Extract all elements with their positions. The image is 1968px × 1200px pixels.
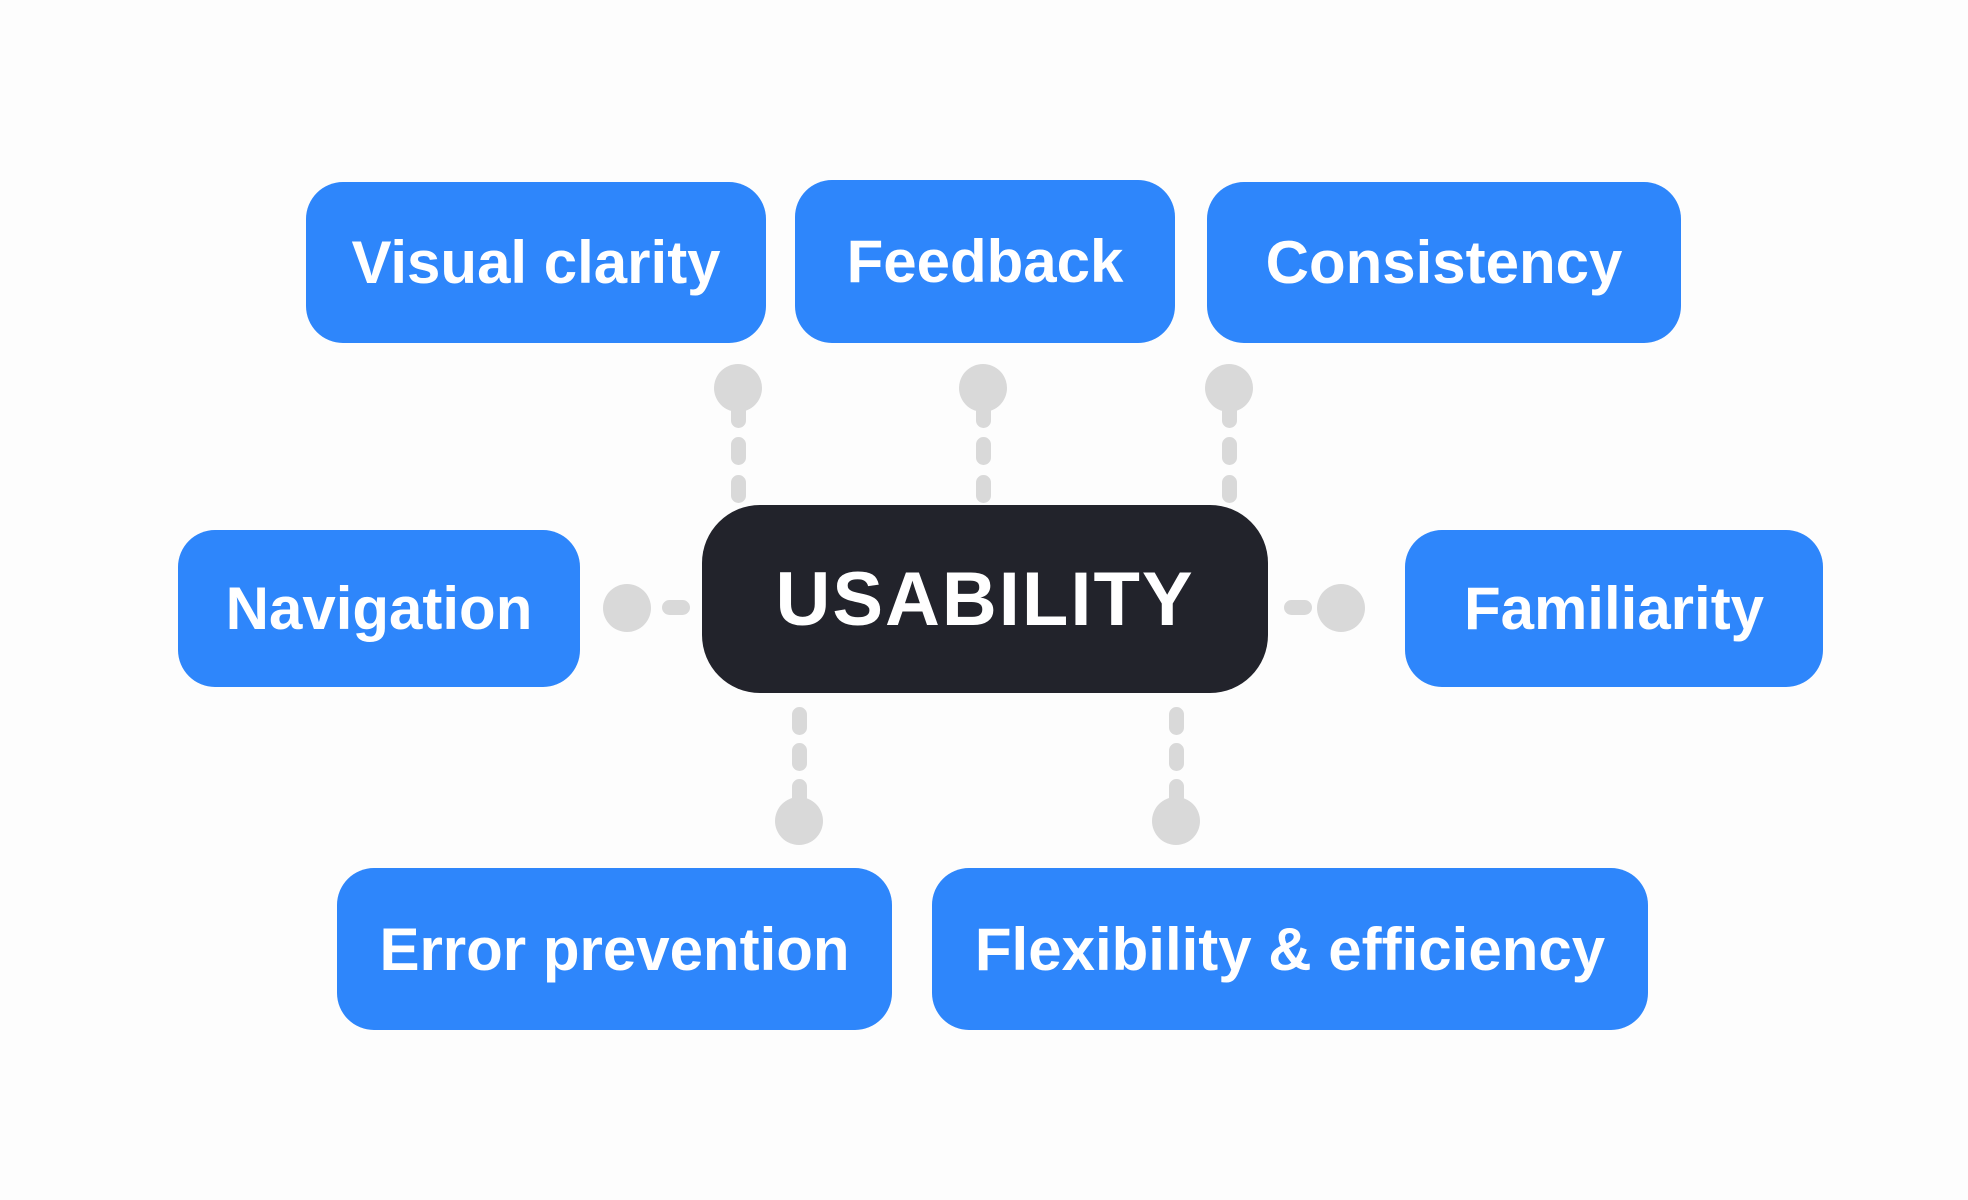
connector-dash-icon — [1169, 707, 1184, 735]
connector-dash-icon — [662, 600, 690, 615]
connector-dot-icon — [775, 797, 823, 845]
connector-dash-icon — [792, 743, 807, 771]
connector-dash-icon — [792, 707, 807, 735]
connector-dash-icon — [731, 437, 746, 465]
node-label: Visual clarity — [351, 229, 721, 296]
connector-dot-icon — [959, 364, 1007, 412]
connector-dash-icon — [1222, 437, 1237, 465]
node-visual-clarity: Visual clarity — [306, 182, 766, 343]
connector-dot-icon — [714, 364, 762, 412]
connector-stub-icon — [976, 402, 991, 428]
node-label: Feedback — [846, 228, 1124, 295]
connector-dash-icon — [1284, 600, 1312, 615]
connector-dot-icon — [1152, 797, 1200, 845]
connector-stub-icon — [792, 779, 807, 805]
node-familiarity: Familiarity — [1405, 530, 1823, 687]
connector-dash-icon — [976, 437, 991, 465]
node-feedback: Feedback — [795, 180, 1175, 343]
node-navigation: Navigation — [178, 530, 580, 687]
connector-dash-icon — [976, 475, 991, 503]
node-flexibility-efficiency: Flexibility & efficiency — [932, 868, 1648, 1030]
connector-dash-icon — [731, 475, 746, 503]
connector-dash-icon — [1222, 475, 1237, 503]
node-label: Flexibility & efficiency — [974, 915, 1606, 983]
connector-dot-icon — [603, 584, 651, 632]
connector-stub-icon — [1222, 402, 1237, 428]
connector-stub-icon — [731, 402, 746, 428]
connector-dash-icon — [1169, 743, 1184, 771]
center-node-label: USABILITY — [775, 556, 1195, 642]
node-label: Navigation — [225, 575, 533, 642]
connector-dot-icon — [1205, 364, 1253, 412]
node-label: Familiarity — [1463, 575, 1765, 642]
connector-stub-icon — [1169, 779, 1184, 805]
node-error-prevention: Error prevention — [337, 868, 892, 1030]
connector-dot-icon — [1317, 584, 1365, 632]
node-label: Error prevention — [379, 915, 850, 983]
node-usability-center: USABILITY — [702, 505, 1268, 693]
node-label: Consistency — [1265, 229, 1623, 296]
node-consistency: Consistency — [1207, 182, 1681, 343]
